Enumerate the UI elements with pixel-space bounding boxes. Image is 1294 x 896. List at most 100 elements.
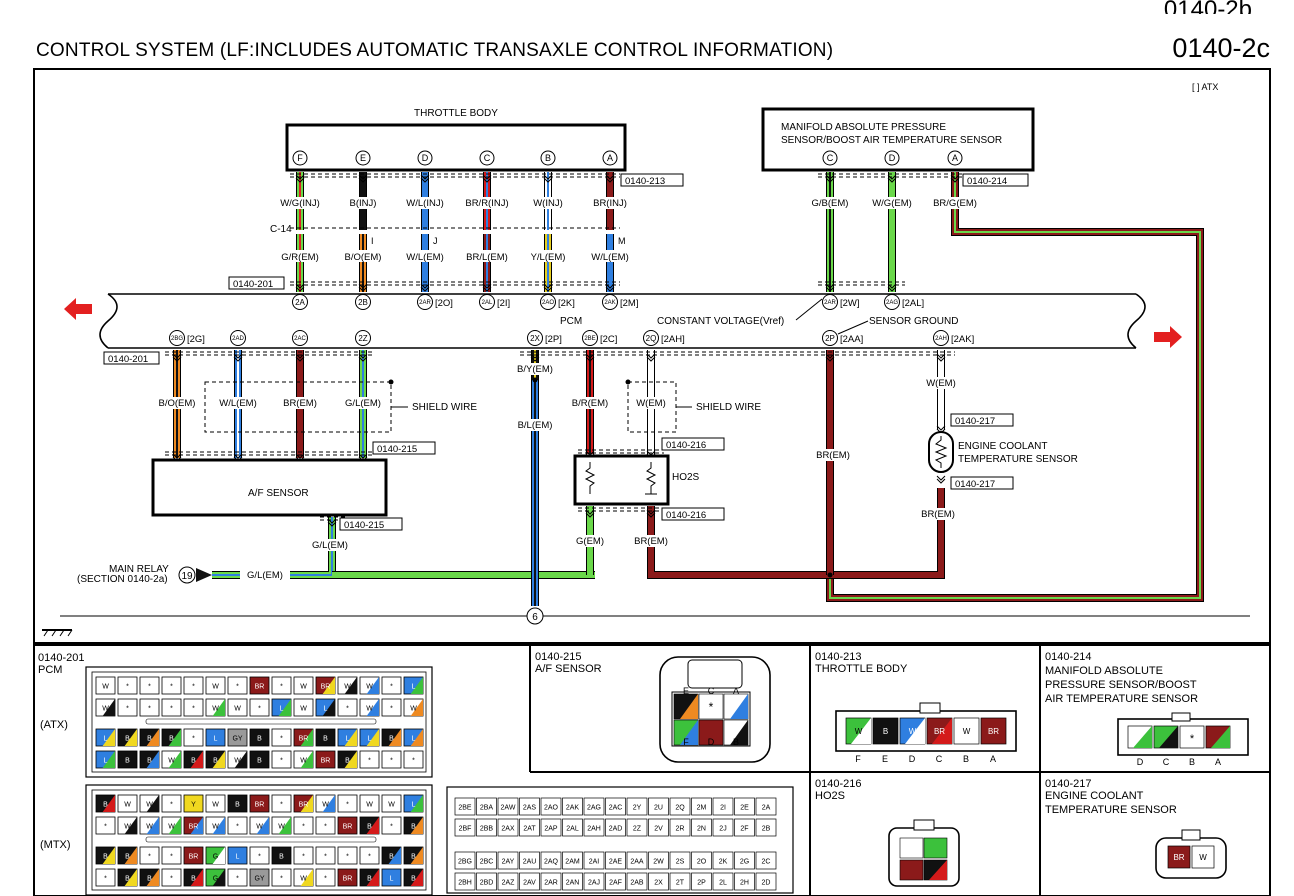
table-cell [562, 797, 583, 816]
pcm-pin-2AC [292, 330, 308, 346]
table-cell-text: 2BD [480, 880, 494, 887]
connector-chevron [327, 518, 337, 527]
table-cell-text: 2AW [501, 805, 516, 812]
pcm-pin-2BE [582, 330, 598, 346]
pin-cell [139, 676, 160, 695]
ect-cell-text: BR [1173, 853, 1184, 862]
af-wire-label-B: W/L(EM) [219, 398, 256, 409]
af-top-letter: A [733, 686, 739, 696]
ho2s-label: HO2S [672, 472, 700, 483]
pin-cell-text: L [280, 706, 284, 713]
pcm-atx-pin: [2I] [497, 298, 510, 309]
table-cell [583, 797, 605, 816]
pin-cell [359, 846, 380, 865]
table-cell-text: 2N [697, 826, 706, 833]
pin-cell-text: B [125, 854, 130, 861]
pin-cell [249, 676, 270, 695]
connector-chevron [887, 174, 897, 183]
ref-216-bottom: 0140-216 [661, 507, 725, 521]
pin-cell-text: BR [189, 824, 199, 831]
pin-cell-stripe [124, 869, 137, 886]
connector-chevron [420, 283, 430, 292]
c14-pin-M: M [618, 236, 626, 246]
table-cell-text: 2C [762, 859, 771, 866]
table-cell-text: 2Q [675, 805, 685, 812]
pin-cell-text: B [125, 876, 130, 883]
pin-cell-text: L [390, 876, 394, 883]
table-cell-text: 2AL [566, 826, 579, 833]
pcm-lower-wire-label: B/R(EM) [572, 398, 608, 409]
pin-cell [117, 794, 138, 813]
tb-cell-text: W [855, 727, 863, 736]
table-cell [605, 851, 626, 870]
pin-cell-text: * [390, 758, 393, 765]
table-cell [454, 851, 476, 870]
table-cell [583, 851, 605, 870]
pin-cell-text: * [368, 758, 371, 765]
pin-cell [359, 794, 380, 813]
table-cell [540, 818, 562, 837]
table-cell [734, 872, 755, 891]
table-cell-text: 2V [654, 826, 663, 833]
junction-dot [827, 572, 833, 578]
pin-cell-text: * [170, 706, 173, 713]
pin-cell-stripe [344, 751, 357, 768]
pin-stripe [932, 718, 952, 744]
pin-cell-text: B [103, 854, 108, 861]
connector-chevron [585, 353, 595, 362]
pin-cell-text: L [236, 854, 240, 861]
label-bg [931, 197, 979, 209]
table-cell [476, 797, 497, 816]
pcm-lower-wire-label: BR(EM) [816, 450, 850, 461]
pin [872, 717, 899, 745]
pcm-atx-pin: [2P] [545, 334, 562, 345]
label-bg [806, 197, 854, 209]
pin-cell [183, 698, 204, 717]
pin-cell-text: B [389, 854, 394, 861]
throttle-upper-label-C: BR/R(INJ) [465, 198, 508, 209]
throttle-upper-label-F: W/G(INJ) [280, 198, 320, 209]
throttle-upper-label-E: B(INJ) [350, 198, 377, 209]
pin-cell-text: W [278, 824, 285, 831]
table-cell [519, 851, 540, 870]
label-bg [339, 197, 387, 209]
pin-cell-text: W [212, 684, 219, 691]
table-cell [562, 818, 583, 837]
table-cell-text: 2B [762, 826, 771, 833]
pin-cell-stripe [168, 751, 181, 768]
arrow-right-icon [1154, 326, 1182, 348]
throttle-pin-F [292, 150, 308, 166]
pcm-pin-2A-text: 2A [295, 298, 305, 307]
connector-chevron [530, 353, 540, 362]
pin [953, 717, 980, 745]
page-number: 0140-2c [1172, 33, 1270, 63]
latch [687, 659, 743, 689]
label-bg [919, 377, 963, 389]
pin-cell [337, 794, 358, 813]
pin-cell [381, 676, 402, 695]
table-cell [583, 872, 605, 891]
pcm-atx-pin: [2AA] [840, 334, 863, 345]
pin-cell-text: W [300, 706, 307, 713]
ect-connector-title: 0140-217 [1045, 778, 1092, 790]
pin-cell [293, 816, 314, 835]
ho2s-br-wire [648, 488, 944, 578]
table-cell [755, 797, 777, 816]
pin-cell [249, 794, 270, 813]
pcm-pin-2Z [355, 330, 371, 346]
pin-cell-text: B [191, 758, 196, 765]
pcm-pin-2AK [602, 294, 618, 310]
table-cell-text: 2AN [566, 880, 580, 887]
connector-chevron [543, 174, 553, 183]
svg-text:0140-217: 0140-217 [955, 416, 995, 427]
pcm-pin-2Q-text: 2Q [646, 334, 657, 343]
label-bg [240, 569, 290, 581]
ect-sensor-symbol [928, 431, 954, 473]
table-cell-text: 2T [676, 880, 685, 887]
pin-cell-text: * [302, 824, 305, 831]
throttle-pin-A [602, 150, 618, 166]
pin-cell [249, 750, 270, 769]
table-cell [669, 872, 691, 891]
pin-cell-text: W [366, 706, 373, 713]
